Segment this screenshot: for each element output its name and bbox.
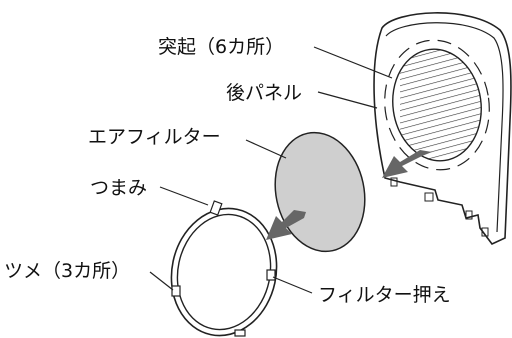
label-filter-holder: フィルター押え (318, 284, 451, 306)
label-air-filter: エアフィルター (88, 126, 221, 148)
leader-back-panel (317, 91, 378, 109)
leader-filter-holder (272, 276, 313, 294)
label-protrusions: 突起（6カ所） (158, 36, 285, 58)
leader-protrusions (313, 46, 393, 79)
direction-arrow-panel (382, 150, 432, 178)
leader-knob (159, 186, 209, 206)
filter-holder-ring (170, 200, 278, 337)
back-panel (373, 12, 512, 245)
label-knob: つまみ (90, 177, 148, 199)
label-back-panel: 後パネル (226, 82, 303, 104)
leader-air-filter (245, 139, 287, 159)
leader-lines (149, 46, 393, 294)
leader-tabs (149, 271, 174, 291)
direction-arrow-filter (266, 210, 306, 240)
air-filter (274, 131, 366, 253)
label-tabs: ツメ（3カ所） (4, 260, 131, 282)
